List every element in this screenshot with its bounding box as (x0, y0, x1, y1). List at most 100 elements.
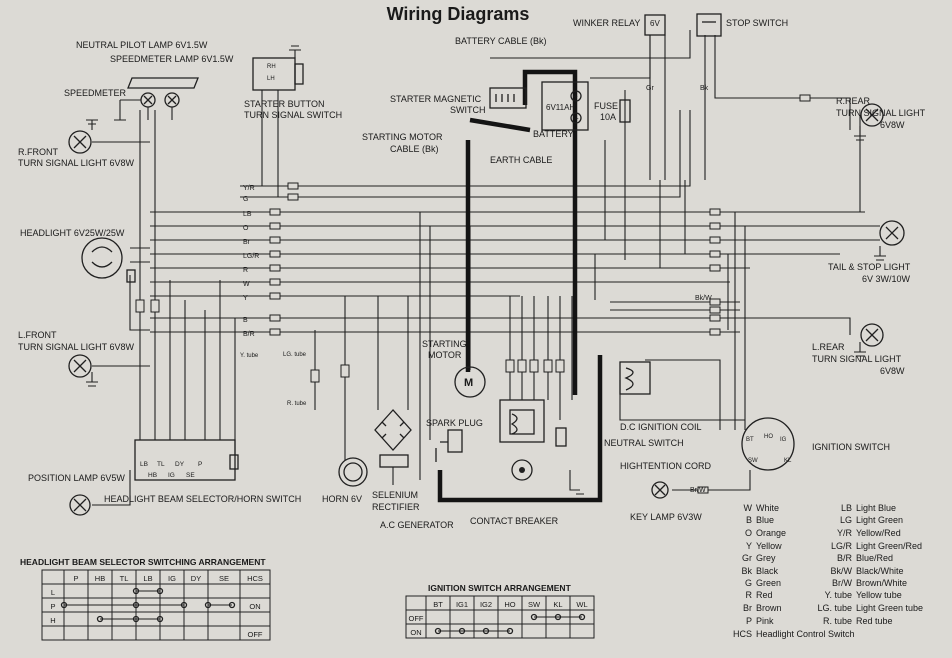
beam-selector-switch: LB TL DY P HB IG SE (134, 439, 239, 481)
harness-connectors (135, 94, 811, 494)
wire-code: LG/R (243, 253, 259, 260)
legend-code: Y (746, 541, 752, 551)
legend-code: B (746, 515, 752, 525)
starting-motor-cable-color: CABLE (Bk) (390, 144, 439, 154)
tail-stop-rating-label: 6V 3W/10W (862, 274, 911, 284)
selector-terminal: HB (148, 472, 157, 479)
r-rear-label: R.REAR (836, 96, 871, 106)
starter-button-label: STARTER BUTTON (244, 99, 325, 109)
legend-code: Br/W (832, 578, 853, 588)
legend-code: G (745, 578, 752, 588)
battery-rating-label: 6V11AH (546, 103, 575, 112)
ac-generator (499, 399, 584, 495)
harness-wires (92, 30, 880, 506)
r-front-turn-label: TURN SIGNAL LIGHT 6V8W (18, 158, 135, 168)
earth-cable-label: EARTH CABLE (490, 155, 552, 165)
r-rear-turn-label: TURN SIGNAL LIGHT (836, 108, 926, 118)
beam-on-label: ON (249, 602, 260, 611)
wire-code-labels: Y/R G LB O Br LG/R R W Y B B/R Bk/W Br/W… (243, 85, 712, 494)
fuse (619, 99, 631, 123)
diagram-title: Wiring Diagrams (387, 4, 530, 24)
beam-header: LB (143, 574, 152, 583)
legend-code: Gr (742, 553, 752, 563)
wire-code: Br/W (690, 487, 706, 494)
legend-code: Bk (741, 566, 752, 576)
legend-code: Br (743, 603, 752, 613)
legend-name: Light Green (856, 515, 903, 525)
ignition-terminal: KL (784, 458, 792, 464)
battery-cable-label: BATTERY CABLE (Bk) (455, 36, 547, 46)
wire-code: Y/R (243, 185, 255, 192)
key-lamp (651, 481, 669, 499)
switch-terminal: RH (267, 64, 276, 70)
winker-relay-label: WINKER RELAY (573, 18, 640, 28)
legend-code: Bk/W (831, 566, 853, 576)
battery-label: BATTERY (533, 129, 574, 139)
beam-header: HB (95, 574, 105, 583)
legend-name: Yellow tube (856, 590, 902, 600)
ign-header: KL (553, 600, 562, 609)
beam-row-label: L (51, 588, 55, 597)
legend-code: LB (841, 503, 852, 513)
wire-code: W (243, 281, 250, 288)
speedometer-lamp-label: SPEEDMETER LAMP 6V1.5W (110, 54, 234, 64)
selector-terminal: SE (186, 472, 195, 479)
starter-magnetic-label: STARTER MAGNETIC (390, 94, 482, 104)
component-labels: NEUTRAL PILOT LAMP 6V1.5W SPEEDMETER LAM… (18, 18, 926, 530)
beam-header: TL (120, 574, 129, 583)
r-front-label: R.FRONT (18, 147, 58, 157)
ignition-switch: BT HO IG SW KL (741, 417, 795, 471)
legend-name: Blue (756, 515, 774, 525)
r-rear-turn-signal (854, 103, 884, 141)
horn-label: HORN 6V (322, 494, 362, 504)
position-lamp-label: POSITION LAMP 6V5W (28, 473, 125, 483)
ign-row-label: ON (410, 628, 421, 637)
legend-name: Brown/White (856, 578, 907, 588)
beam-off-label: OFF (248, 630, 263, 639)
legend-code: Y. tube (825, 590, 852, 600)
color-legend: W White B Blue O Orange Y Yellow Gr Grey… (733, 503, 923, 639)
horn (338, 457, 368, 487)
starting-motor-cable-label: STARTING MOTOR (362, 132, 443, 142)
wire-code: B/R (243, 331, 255, 338)
svg-text:−: − (574, 114, 579, 123)
wire-code: Y (243, 295, 248, 302)
starting-motor: M (454, 366, 486, 398)
wire-code: R (243, 267, 248, 274)
beam-selector-label: HEADLIGHT BEAM SELECTOR/HORN SWITCH (104, 494, 301, 504)
legend-name: Black/White (856, 566, 904, 576)
l-rear-turn-label: TURN SIGNAL LIGHT (812, 354, 902, 364)
legend-code: O (745, 528, 752, 538)
rectifier-label: RECTIFIER (372, 502, 420, 512)
svg-text:+: + (573, 92, 578, 101)
selector-terminal: P (198, 461, 202, 468)
beam-header: DY (191, 574, 201, 583)
starting-motor-label: STARTING (422, 339, 467, 349)
stop-switch (696, 13, 722, 37)
headlight (81, 237, 136, 283)
ignition-switch-label: IGNITION SWITCH (812, 442, 890, 452)
beam-header: SE (219, 574, 229, 583)
r-front-turn-signal (68, 119, 98, 154)
selenium-label: SELENIUM (372, 490, 418, 500)
selenium-rectifier (374, 409, 412, 485)
selector-terminal: LB (140, 461, 148, 468)
selector-terminal: DY (175, 461, 185, 468)
contact-breaker-label: CONTACT BREAKER (470, 516, 559, 526)
legend-name: Pink (756, 616, 774, 626)
starter-magnetic-switch-label: SWITCH (450, 105, 486, 115)
legend-name: Orange (756, 528, 786, 538)
wire-code: G (243, 196, 248, 203)
beam-header: IG (168, 574, 176, 583)
ign-header: BT (433, 600, 443, 609)
stop-switch-label: STOP SWITCH (726, 18, 788, 28)
legend-name: Red (756, 590, 773, 600)
legend-code: LG. tube (817, 603, 852, 613)
speedometer-housing (114, 77, 199, 121)
legend-name: Yellow/Red (856, 528, 901, 538)
tail-stop-label: TAIL & STOP LIGHT (828, 262, 911, 272)
battery: + − (541, 81, 589, 131)
beam-selector-table: HEADLIGHT BEAM SELECTOR SWITCHING ARRANG… (20, 557, 271, 641)
